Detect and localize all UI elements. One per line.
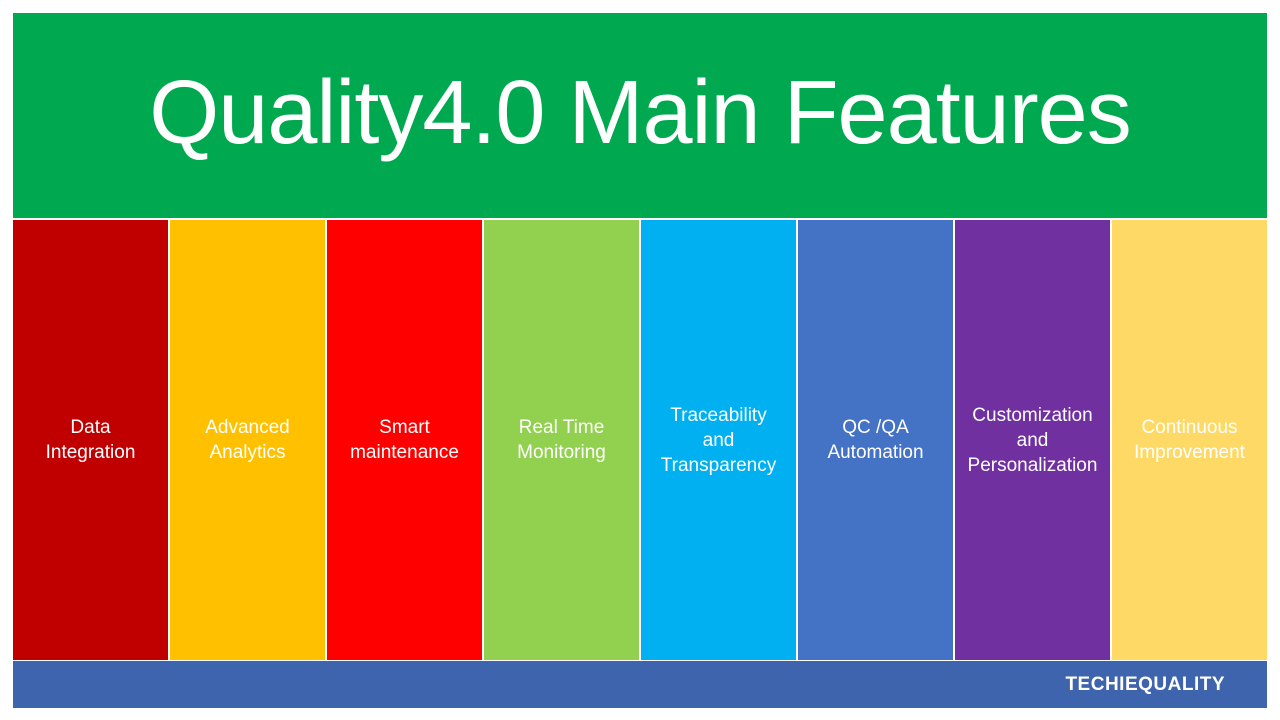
feature-label: QC /QA Automation — [827, 417, 924, 463]
feature-column-customization-personalization: Customization and Personalization — [955, 220, 1110, 660]
feature-column-qc-qa-automation: QC /QA Automation — [798, 220, 953, 660]
feature-label: Data Integration — [45, 417, 136, 463]
feature-label: Customization and Personalization — [967, 404, 1098, 476]
feature-column-smart-maintenance: Smart maintenance — [327, 220, 482, 660]
feature-column-real-time-monitoring: Real Time Monitoring — [484, 220, 639, 660]
brand-text: TECHIEQUALITY — [1065, 673, 1225, 695]
features-row: Data Integration Advanced Analytics Smar… — [13, 220, 1267, 660]
feature-column-traceability-transparency: Traceability and Transparency — [641, 220, 796, 660]
feature-label: Continuous Improvement — [1134, 417, 1245, 463]
feature-column-advanced-analytics: Advanced Analytics — [170, 220, 325, 660]
slide-title: Quality4.0 Main Features — [149, 62, 1131, 163]
feature-column-data-integration: Data Integration — [13, 220, 168, 660]
feature-column-continuous-improvement: Continuous Improvement — [1112, 220, 1267, 660]
footer-bar: TECHIEQUALITY — [13, 661, 1267, 708]
feature-label: Smart maintenance — [350, 417, 459, 463]
feature-label: Advanced Analytics — [205, 417, 290, 463]
slide-header: Quality4.0 Main Features — [13, 13, 1267, 218]
feature-label: Real Time Monitoring — [517, 417, 606, 463]
feature-label: Traceability and Transparency — [660, 404, 777, 476]
